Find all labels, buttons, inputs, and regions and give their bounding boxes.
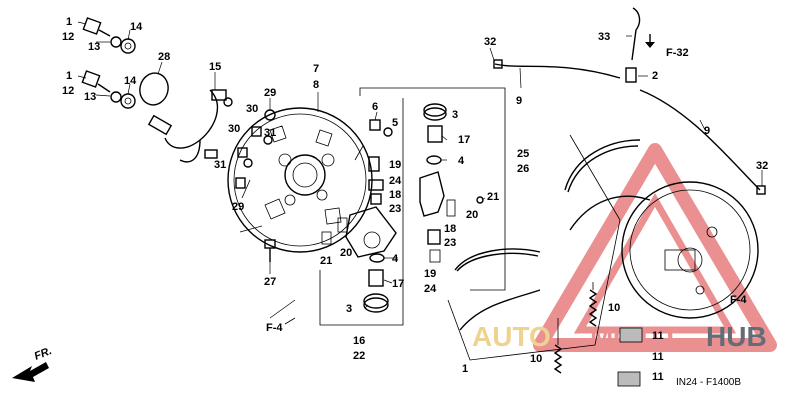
callout-11-upper: 11 <box>652 330 664 342</box>
callout-5: 5 <box>392 117 398 129</box>
callout-30-lower: 30 <box>228 123 240 135</box>
callout-18-lower: 18 <box>444 223 456 235</box>
callout-23-lower: 23 <box>444 237 456 249</box>
callout-17-upper: 17 <box>458 134 470 146</box>
callout-30-upper: 30 <box>246 103 258 115</box>
callout-28: 28 <box>158 51 170 63</box>
callout-26: 26 <box>517 163 529 175</box>
callout-8: 8 <box>313 79 319 91</box>
callout-4-lower: 4 <box>392 253 399 265</box>
brake-backing-plate <box>227 107 373 253</box>
callout-23-upper: 23 <box>389 203 401 215</box>
callout-33: 33 <box>598 31 610 43</box>
callout-17-lower: 17 <box>392 278 404 290</box>
callout-9-right: 9 <box>704 125 710 137</box>
brake-hose-15 <box>147 89 233 163</box>
callout-12-lower: 12 <box>62 85 74 97</box>
callout-22: 22 <box>353 350 365 362</box>
ref-f4-right: F-4 <box>730 294 747 306</box>
callout-11-mid: 11 <box>652 351 664 363</box>
callout-24-lower: 24 <box>424 283 437 295</box>
callout-21-left: 21 <box>320 255 332 267</box>
ref-f4-left-label: F-4 <box>266 322 283 334</box>
callout-15: 15 <box>209 61 221 73</box>
callout-10-upper: 10 <box>608 302 620 314</box>
watermark-hub: HUB <box>706 321 767 352</box>
callout-29-upper: 29 <box>264 87 276 99</box>
watermark-auto: AUTO <box>472 321 551 352</box>
fr-label: FR. <box>33 345 54 363</box>
callout-labels: 1 12 13 14 1 12 13 14 28 15 29 30 31 30 … <box>62 16 768 383</box>
o-ring-28 <box>139 72 169 106</box>
callout-31-lower: 31 <box>214 159 226 171</box>
callout-4-upper: 4 <box>458 155 465 167</box>
callout-24-upper: 24 <box>389 175 402 187</box>
callout-2: 2 <box>652 70 658 82</box>
diagram-code: IN24 - F1400B <box>676 377 741 388</box>
group-bracket-16-22 <box>319 98 404 326</box>
ref-f32: F-32 <box>645 34 689 59</box>
callout-19-lower: 19 <box>424 268 436 280</box>
ref-f4-right-label: F-4 <box>730 294 747 306</box>
callout-10-lower: 10 <box>530 353 542 365</box>
ref-f4-left: F-4 <box>266 317 296 334</box>
brake-shoe-upper <box>564 139 651 231</box>
callout-16: 16 <box>353 335 365 347</box>
callout-12-upper: 12 <box>62 31 74 43</box>
callout-13-lower: 13 <box>84 91 96 103</box>
callout-7: 7 <box>313 63 319 75</box>
callout-32-right: 32 <box>756 160 768 172</box>
callout-32-upper: 32 <box>484 36 496 48</box>
wheel-cylinder-upper <box>368 103 484 217</box>
shoe-hold-clips <box>617 327 643 387</box>
group-bracket-1 <box>447 134 621 361</box>
return-springs <box>553 282 598 374</box>
callout-11-lower: 11 <box>652 371 664 383</box>
callout-9-left: 9 <box>516 95 522 107</box>
callout-1-upper: 1 <box>66 16 72 28</box>
callout-3-upper: 3 <box>452 109 458 121</box>
callout-1-shoe: 1 <box>462 363 468 375</box>
callout-29-lower: 29 <box>232 201 244 213</box>
group-bracket-25-26 <box>359 87 506 291</box>
callout-14-upper: 14 <box>130 21 143 33</box>
callout-25: 25 <box>517 148 529 160</box>
callout-18-upper: 18 <box>389 189 401 201</box>
callout-21-right: 21 <box>487 191 499 203</box>
callout-20-right: 20 <box>466 209 478 221</box>
bolt-27 <box>264 239 276 262</box>
callout-13-upper: 13 <box>88 41 100 53</box>
brake-shoe-lower <box>454 248 541 331</box>
callout-6: 6 <box>372 101 378 113</box>
callout-19-upper: 19 <box>389 159 401 171</box>
wheel-cylinder-lower <box>321 206 441 313</box>
callout-14-lower: 14 <box>124 75 137 87</box>
leader-lines <box>77 21 763 319</box>
ref-f32-label: F-32 <box>666 47 689 59</box>
parking-brake-cable <box>493 7 766 195</box>
front-direction-arrow: FR. <box>12 345 54 382</box>
callout-27: 27 <box>264 276 276 288</box>
callout-3-lower: 3 <box>346 303 352 315</box>
watermark-logo: AUTO MOTO HUB <box>472 143 777 352</box>
callout-31-upper: 31 <box>264 127 276 139</box>
callout-20-left: 20 <box>340 247 352 259</box>
brake-drum-panel <box>621 181 759 319</box>
callout-1-lower: 1 <box>66 70 72 82</box>
